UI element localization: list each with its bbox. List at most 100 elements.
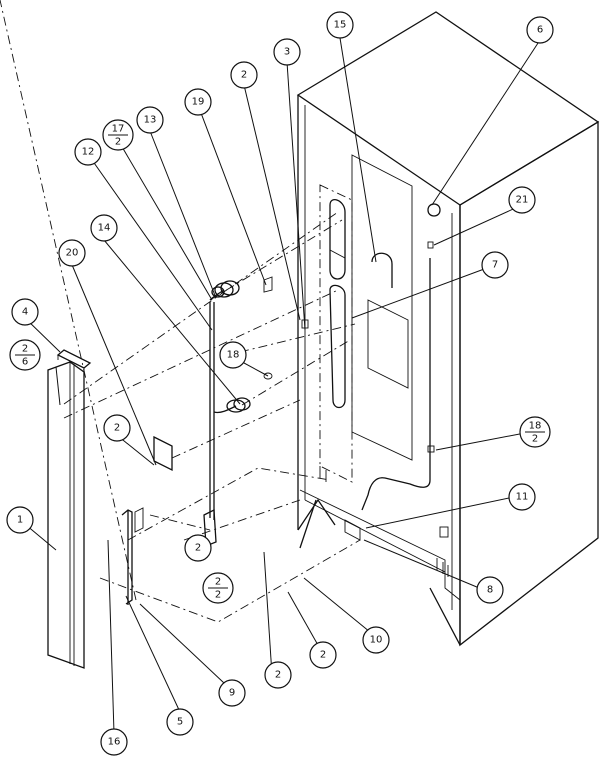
defrost-heater	[371, 252, 393, 288]
callout-circle	[508, 483, 536, 511]
callout-circle	[184, 88, 212, 116]
callout-number: 2	[275, 670, 281, 681]
callout-number: 8	[487, 585, 493, 596]
trim-strip-4	[56, 349, 92, 369]
callout-number: 20	[66, 248, 79, 259]
harness-clip	[203, 508, 217, 547]
callout-circle	[508, 186, 536, 214]
callout-c20: 20	[58, 239, 86, 267]
callout-c2e: 2	[184, 534, 212, 562]
leader-lines	[19, 37, 541, 734]
callout-number: 2	[241, 70, 247, 81]
cover-plate-20	[153, 435, 173, 472]
callout-number: 18	[529, 421, 542, 432]
callout-c18a: 18	[219, 341, 247, 369]
callout-number: 9	[229, 688, 235, 699]
callout-number: 5	[177, 717, 183, 728]
callout-circle	[481, 251, 509, 279]
callout-number: 13	[144, 115, 157, 126]
callout-c7: 7	[481, 251, 509, 279]
callout-c9: 9	[218, 679, 246, 707]
callout-c2d: 2	[309, 641, 337, 669]
control-box	[367, 299, 409, 389]
callout-subnumber: 6	[22, 357, 28, 368]
side-panel	[47, 349, 92, 669]
callout-c6: 6	[526, 16, 554, 44]
callout-number: 2	[22, 344, 28, 355]
callout-c8: 8	[476, 576, 504, 604]
callout-circle	[273, 38, 301, 66]
connector-19	[263, 276, 273, 293]
callout-c19: 19	[184, 88, 212, 116]
callout-subnumber: 2	[215, 590, 221, 601]
callout-c5: 5	[166, 708, 194, 736]
callout-c3: 3	[273, 38, 301, 66]
callout-circle	[136, 106, 164, 134]
callout-circle	[166, 708, 194, 736]
callout-c1: 1	[6, 506, 34, 534]
callout-circle	[309, 641, 337, 669]
bracket-16	[121, 507, 144, 605]
callout-circle	[526, 16, 554, 44]
callout-circle	[184, 534, 212, 562]
cabinet-top	[296, 11, 600, 206]
callout-circle	[264, 661, 292, 689]
callout-number: 6	[537, 25, 543, 36]
callout-circle	[219, 341, 247, 369]
callout-circle	[326, 11, 354, 39]
callout-subnumber: 2	[115, 137, 121, 148]
callout-c16: 16	[100, 728, 128, 756]
callout-circle	[6, 506, 34, 534]
callout-c10: 10	[362, 626, 390, 654]
callout-number: 18	[227, 350, 240, 361]
callout-number: 2	[320, 650, 326, 661]
callout-c2f: 26	[9, 339, 41, 371]
callout-number: 1	[17, 515, 23, 526]
callout-number: 7	[492, 260, 498, 271]
callout-c14: 14	[90, 214, 118, 242]
callout-number: 2	[215, 577, 221, 588]
callout-c2a: 2	[230, 61, 258, 89]
rear-liner-panel	[351, 154, 413, 461]
callout-c4: 4	[11, 298, 39, 326]
panel-1	[47, 361, 85, 669]
callout-c17: 172	[102, 119, 134, 151]
callout-c12: 12	[74, 138, 102, 166]
connector-14	[213, 397, 251, 414]
callout-circle	[103, 414, 131, 442]
callouts: 1222222622345678910111213141516172181821…	[6, 11, 554, 756]
callout-subnumber: 2	[532, 434, 538, 445]
callout-number: 11	[516, 492, 529, 503]
callout-circle	[11, 298, 39, 326]
callout-c11: 11	[508, 483, 536, 511]
callout-c2c: 2	[264, 661, 292, 689]
callout-c18b: 182	[519, 416, 551, 448]
callout-number: 4	[22, 307, 28, 318]
callout-circle	[90, 214, 118, 242]
callout-number: 19	[192, 97, 205, 108]
callout-number: 16	[108, 737, 121, 748]
drain-tube	[361, 258, 431, 511]
callout-circle	[58, 239, 86, 267]
assembly-lines	[0, 0, 361, 623]
callout-number: 2	[114, 423, 120, 434]
callout-number: 21	[516, 195, 529, 206]
callout-c13: 13	[136, 106, 164, 134]
callout-number: 2	[195, 543, 201, 554]
callout-c15: 15	[326, 11, 354, 39]
callout-c21: 21	[508, 186, 536, 214]
callout-circle	[218, 679, 246, 707]
callout-circle	[230, 61, 258, 89]
callout-number: 15	[334, 20, 347, 31]
callout-circle	[476, 576, 504, 604]
wiring-harness	[121, 276, 273, 605]
cabinet	[296, 11, 600, 647]
screw-18	[263, 372, 273, 380]
callout-circle	[362, 626, 390, 654]
callout-c2b: 2	[103, 414, 131, 442]
callout-c2g: 22	[202, 572, 234, 604]
callout-number: 17	[112, 124, 125, 135]
callout-number: 14	[98, 223, 111, 234]
